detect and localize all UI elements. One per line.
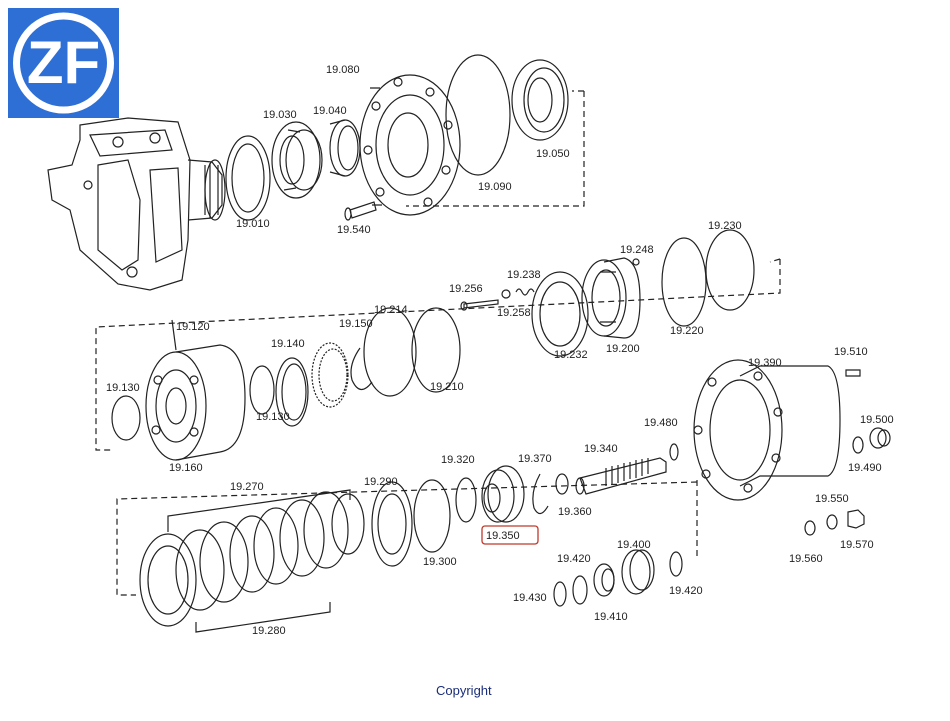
- part-19290-disc: [371, 481, 413, 567]
- steering-knuckle: [47, 117, 226, 291]
- part-19130-ring-left: [111, 395, 141, 441]
- label-19256[interactable]: 19.256: [449, 283, 483, 295]
- part-19320-ring: [455, 477, 477, 523]
- label-19290[interactable]: 19.290: [364, 476, 398, 488]
- label-19030[interactable]: 19.030: [263, 109, 297, 121]
- part-19200-housing: [581, 257, 641, 339]
- label-19340[interactable]: 19.340: [584, 443, 618, 455]
- label-19120[interactable]: 19.120: [176, 321, 210, 333]
- part-19540-bolt: [344, 201, 377, 221]
- part-19420-ring-left: [572, 575, 588, 605]
- label-19210[interactable]: 19.210: [430, 381, 464, 393]
- part-19120-pin: [171, 319, 177, 351]
- label-19350[interactable]: 19.350: [486, 530, 520, 542]
- label-19090[interactable]: 19.090: [478, 181, 512, 193]
- part-19050-bearing: [511, 59, 569, 141]
- label-19050[interactable]: 19.050: [536, 148, 570, 160]
- part-19480-washer: [669, 443, 679, 461]
- part-19090-oring: [445, 54, 511, 176]
- part-19360-washer: [555, 473, 569, 495]
- part-19210-ring: [411, 307, 461, 393]
- part-19510-bolt: [845, 369, 861, 377]
- part-19560: [804, 520, 816, 536]
- label-19232[interactable]: 19.232: [554, 349, 588, 361]
- part-19130-ring-right: [249, 365, 275, 415]
- part-19232-plate: [531, 271, 589, 357]
- part-19214-ring: [363, 307, 417, 397]
- label-19214[interactable]: 19.214: [374, 304, 408, 316]
- part-19550: [826, 514, 838, 530]
- label-19370[interactable]: 19.370: [518, 453, 552, 465]
- label-19010[interactable]: 19.010: [236, 218, 270, 230]
- label-19248[interactable]: 19.248: [620, 244, 654, 256]
- part-19490-washer: [852, 436, 864, 454]
- part-19230-ring: [705, 229, 755, 311]
- label-19130-left[interactable]: 19.130: [106, 382, 140, 394]
- label-19150[interactable]: 19.150: [339, 318, 373, 330]
- label-19220[interactable]: 19.220: [670, 325, 704, 337]
- part-19570-nut: [847, 509, 865, 529]
- part-19140-ring: [275, 357, 309, 427]
- part-19010-ring: [225, 135, 271, 221]
- label-19130-right[interactable]: 19.130: [256, 411, 290, 423]
- label-19430[interactable]: 19.430: [513, 592, 547, 604]
- label-19040[interactable]: 19.040: [313, 105, 347, 117]
- part-19340-shaft: [575, 457, 667, 495]
- label-19410[interactable]: 19.410: [594, 611, 628, 623]
- part-19248: [632, 258, 640, 266]
- part-ring-gear-middle: [311, 342, 349, 408]
- label-19238[interactable]: 19.238: [507, 269, 541, 281]
- zf-logo: ZF: [8, 8, 119, 118]
- part-19350-gear: [481, 465, 525, 523]
- part-19420-ring-right: [669, 551, 683, 577]
- part-19430-ring: [553, 581, 567, 607]
- logo-text: ZF: [27, 29, 100, 96]
- part-19270-19280-disc-stack: [139, 489, 365, 633]
- part-19258-nut: [501, 289, 511, 299]
- part-19400-gear: [621, 549, 655, 595]
- part-19500-plug: [869, 427, 891, 449]
- part-19410-bearing: [593, 563, 615, 597]
- highlight-19350[interactable]: [481, 525, 539, 545]
- label-19400[interactable]: 19.400: [617, 539, 651, 551]
- label-19270[interactable]: 19.270: [230, 481, 264, 493]
- label-19390[interactable]: 19.390: [748, 357, 782, 369]
- part-19370-snap-ring: [532, 473, 549, 515]
- label-19230[interactable]: 19.230: [708, 220, 742, 232]
- part-19040-cup: [329, 119, 361, 177]
- part-19030-bearing: [271, 121, 323, 199]
- part-19390-housing: [693, 359, 841, 501]
- label-19510[interactable]: 19.510: [834, 346, 868, 358]
- copyright-text: Copyright: [436, 683, 492, 698]
- part-19238-spring: [515, 288, 535, 296]
- part-19256-bolt: [460, 299, 499, 311]
- label-19280[interactable]: 19.280: [252, 625, 286, 637]
- label-19258[interactable]: 19.258: [497, 307, 531, 319]
- label-19420-left[interactable]: 19.420: [557, 553, 591, 565]
- part-19150-snap-ring: [350, 347, 373, 391]
- label-19080[interactable]: 19.080: [326, 64, 360, 76]
- label-19360[interactable]: 19.360: [558, 506, 592, 518]
- part-19220-ring: [661, 237, 707, 327]
- label-19500[interactable]: 19.500: [860, 414, 894, 426]
- part-19300-ring: [413, 479, 451, 553]
- label-19480[interactable]: 19.480: [644, 417, 678, 429]
- label-19160[interactable]: 19.160: [169, 462, 203, 474]
- label-19550[interactable]: 19.550: [815, 493, 849, 505]
- label-19140[interactable]: 19.140: [271, 338, 305, 350]
- label-19420-right[interactable]: 19.420: [669, 585, 703, 597]
- label-19320[interactable]: 19.320: [441, 454, 475, 466]
- label-19200[interactable]: 19.200: [606, 343, 640, 355]
- assembly-boundary-lines: [95, 90, 781, 596]
- label-19540[interactable]: 19.540: [337, 224, 371, 236]
- label-19560[interactable]: 19.560: [789, 553, 823, 565]
- part-19080-hub: [359, 74, 461, 216]
- part-19160-carrier: [145, 344, 246, 461]
- label-19570[interactable]: 19.570: [840, 539, 874, 551]
- label-19490[interactable]: 19.490: [848, 462, 882, 474]
- label-19300[interactable]: 19.300: [423, 556, 457, 568]
